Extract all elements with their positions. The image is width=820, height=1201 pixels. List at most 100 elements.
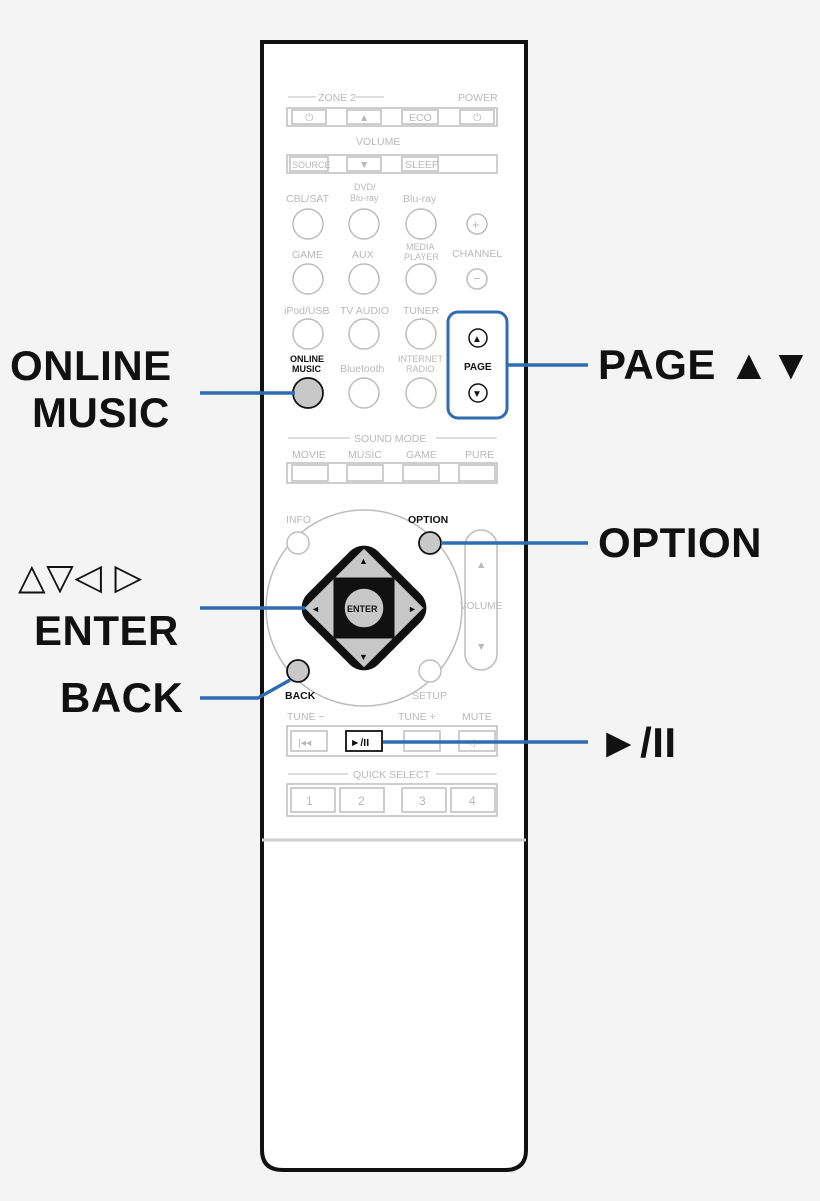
enter-button[interactable] <box>343 587 385 629</box>
channel-up-button[interactable] <box>466 213 488 235</box>
previous-button[interactable] <box>290 730 328 752</box>
mode-label-game: GAME <box>406 449 437 461</box>
dvd-button[interactable] <box>348 208 380 240</box>
mode-label-movie: MOVIE <box>292 449 326 461</box>
media-player-button[interactable] <box>405 263 437 295</box>
bluetooth-button[interactable] <box>348 377 380 409</box>
triangle-down-icon: ▼ <box>359 159 369 171</box>
play-pause-icon: ►/II <box>350 737 369 749</box>
play-pause-button[interactable] <box>345 730 383 752</box>
ipod-usb-button[interactable] <box>292 318 324 350</box>
callout-back: BACK <box>60 674 184 721</box>
tune-minus-label: TUNE − <box>287 711 325 723</box>
enter-label: ENTER <box>347 604 378 614</box>
arrow-left-icon: ◄ <box>311 604 320 614</box>
quick-select-3-button[interactable] <box>401 787 447 813</box>
sound-mode-row <box>286 462 498 484</box>
source-button-row <box>286 154 498 174</box>
tv-audio-label: TV AUDIO <box>340 305 389 317</box>
internet-radio-label-2: RADIO <box>406 364 435 374</box>
quick-select-1-button[interactable] <box>290 787 336 813</box>
media-player-label: MEDIA <box>406 242 435 252</box>
page-label: PAGE <box>464 362 492 373</box>
quick-select-1-label: 1 <box>306 794 313 808</box>
channel-down-button[interactable] <box>466 268 488 290</box>
tuner-button[interactable] <box>405 318 437 350</box>
callout-page: PAGE ▲▼ <box>598 341 813 388</box>
movie-button[interactable] <box>291 464 329 482</box>
quick-select-label: QUICK SELECT <box>353 769 431 781</box>
sound-mode-label: SOUND MODE <box>354 433 426 445</box>
page-down-button[interactable] <box>468 383 488 403</box>
media-player-label-2: PLAYER <box>404 252 439 262</box>
zone2-source-button[interactable] <box>289 156 329 172</box>
callout-option: OPTION <box>598 519 763 566</box>
quick-select-2-label: 2 <box>358 794 365 808</box>
aux-button[interactable] <box>348 263 380 295</box>
power-label: POWER <box>458 92 498 104</box>
eco-button[interactable] <box>401 109 439 125</box>
callout-online-music-line1: ONLINE <box>10 342 172 389</box>
game-input-button[interactable] <box>292 263 324 295</box>
page-buttons-highlight <box>446 310 509 420</box>
internet-radio-button[interactable] <box>405 377 437 409</box>
quick-select-2-button[interactable] <box>339 787 385 813</box>
sleep-label: SLEEP <box>405 159 439 171</box>
cursor-left-button[interactable] <box>303 576 335 640</box>
arrow-up-icon: ▲ <box>359 556 368 566</box>
tv-audio-button[interactable] <box>348 318 380 350</box>
aux-label: AUX <box>352 249 374 261</box>
sleep-button[interactable] <box>401 156 439 172</box>
callout-online-music-line2: MUSIC <box>32 389 170 436</box>
info-label: INFO <box>286 514 311 526</box>
zone2-volume-up-button[interactable] <box>346 109 382 125</box>
option-button[interactable] <box>418 531 442 555</box>
setup-button[interactable] <box>418 659 442 683</box>
back-button[interactable] <box>286 659 310 683</box>
cbl-sat-button[interactable] <box>292 208 324 240</box>
previous-icon: |◂◂ <box>298 737 312 749</box>
pure-button[interactable] <box>458 464 496 482</box>
online-music-button[interactable] <box>292 377 324 409</box>
power-icon: ⏻ <box>473 112 482 124</box>
page-up-button[interactable] <box>468 328 488 348</box>
internet-radio-label: INTERNET <box>398 354 444 364</box>
cursor-down-button[interactable] <box>332 637 396 669</box>
mode-label-music: MUSIC <box>348 449 382 461</box>
online-music-label: ONLINE <box>290 354 324 364</box>
zone2-power-button[interactable] <box>291 109 327 125</box>
callout-arrow-keys: △▽◁ ▷ <box>18 557 143 598</box>
quick-select-4-button[interactable] <box>450 787 496 813</box>
mute-label: MUTE <box>462 711 492 723</box>
option-label: OPTION <box>408 514 448 526</box>
main-power-button[interactable] <box>459 109 495 125</box>
channel-label: CHANNEL <box>452 248 502 260</box>
cursor-right-button[interactable] <box>393 576 425 640</box>
zone2-label: ZONE 2 <box>318 92 356 104</box>
callout-play-pause: ►/II <box>598 719 677 766</box>
bluray-button[interactable] <box>405 208 437 240</box>
source-label: SOURCE <box>292 160 331 170</box>
zone2-volume-down-button[interactable] <box>346 156 382 172</box>
quick-select-3-label: 3 <box>419 794 426 808</box>
zone2-button-row <box>286 107 498 127</box>
triangle-up-icon: ▲ <box>472 334 482 345</box>
bluetooth-label: Bluetooth <box>340 363 385 375</box>
game-mode-button[interactable] <box>402 464 440 482</box>
volume-side-label: VOLUME <box>460 601 503 612</box>
dvd-label: DVD/ <box>354 182 376 192</box>
volume-rocker[interactable] <box>464 529 498 671</box>
triangle-up-icon: ▲ <box>476 559 486 571</box>
mode-label-pure: PURE <box>465 449 494 461</box>
back-leader-line <box>200 678 291 700</box>
info-button[interactable] <box>286 531 310 555</box>
back-label: BACK <box>285 690 316 702</box>
callout-enter: ENTER <box>34 607 179 654</box>
tune-plus-label: TUNE + <box>398 711 436 723</box>
cursor-up-button[interactable] <box>332 547 396 579</box>
ipod-usb-label: iPod/USB <box>284 305 330 317</box>
music-button[interactable] <box>346 464 384 482</box>
triangle-down-icon: ▼ <box>476 641 486 653</box>
setup-label: SETUP <box>412 690 447 702</box>
